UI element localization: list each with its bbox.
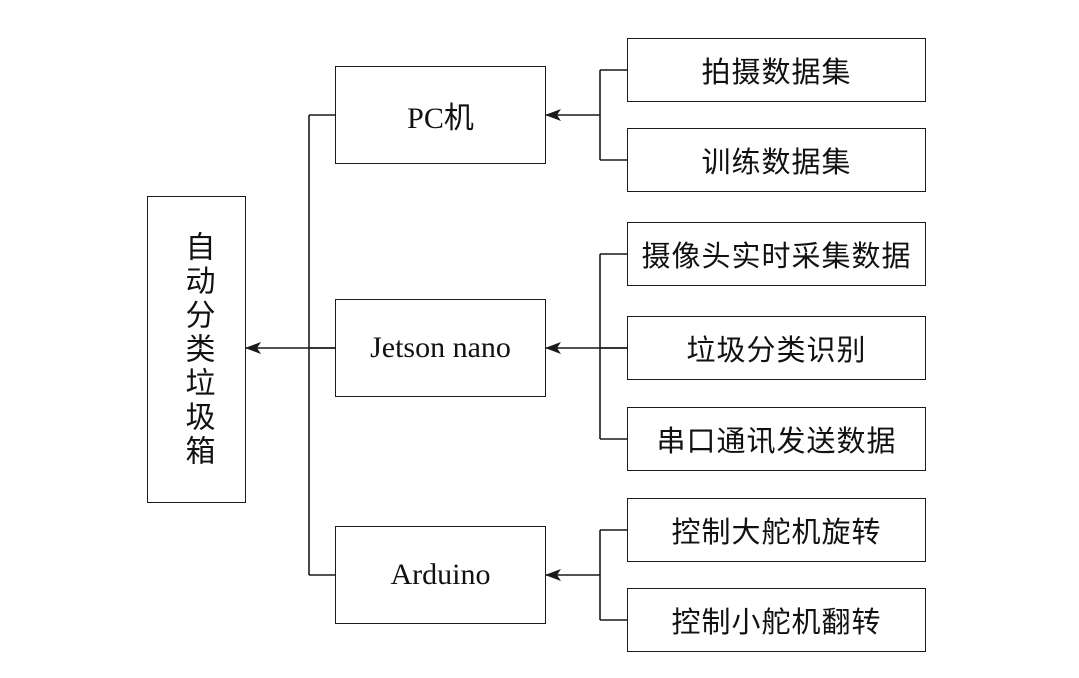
module-node-arduino: Arduino bbox=[335, 526, 546, 624]
root-node: 自动分类垃圾箱 bbox=[147, 196, 246, 503]
task-node: 垃圾分类识别 bbox=[627, 316, 926, 380]
task-label: 摄像头实时采集数据 bbox=[641, 239, 912, 273]
module-label: Jetson nano bbox=[370, 331, 511, 364]
module-label: Arduino bbox=[390, 558, 491, 591]
task-node: 训练数据集 bbox=[627, 128, 926, 192]
task-label: 串口通讯发送数据 bbox=[656, 424, 897, 458]
task-node: 控制小舵机翻转 bbox=[627, 588, 926, 652]
root-node-label: 自动分类垃圾箱 bbox=[179, 230, 215, 469]
module-label: PC机 bbox=[407, 102, 474, 135]
task-node: 拍摄数据集 bbox=[627, 38, 926, 102]
task-label: 拍摄数据集 bbox=[701, 55, 852, 89]
task-label: 控制大舵机旋转 bbox=[671, 515, 882, 549]
task-node: 控制大舵机旋转 bbox=[627, 498, 926, 562]
task-node: 摄像头实时采集数据 bbox=[627, 222, 926, 286]
module-node-jetson: Jetson nano bbox=[335, 299, 546, 397]
module-node-pc: PC机 bbox=[335, 66, 546, 164]
task-node: 串口通讯发送数据 bbox=[627, 407, 926, 471]
task-label: 垃圾分类识别 bbox=[686, 333, 867, 367]
task-label: 训练数据集 bbox=[701, 145, 852, 179]
task-label: 控制小舵机翻转 bbox=[671, 605, 882, 639]
